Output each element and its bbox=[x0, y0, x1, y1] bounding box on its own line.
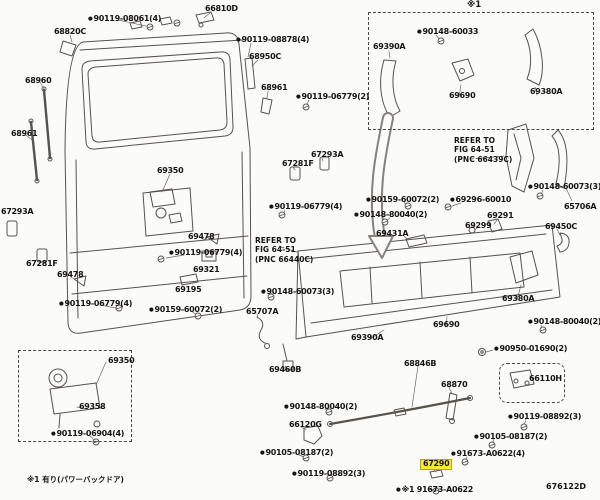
part-number: 69690 bbox=[433, 320, 460, 329]
right-part-drawings bbox=[405, 123, 570, 389]
part-number: 69690 bbox=[449, 91, 476, 100]
part-number: 90148-60073(3) bbox=[528, 182, 600, 192]
part-number: 68960 bbox=[25, 76, 52, 85]
part-number: 67281F bbox=[26, 259, 58, 268]
part-number: 68950C bbox=[249, 52, 281, 61]
part-number: 68961 bbox=[261, 83, 288, 92]
part-number: 90148-80040(2) bbox=[528, 317, 600, 327]
part-number: 69195 bbox=[175, 285, 202, 294]
part-number: 90119-06779(4) bbox=[269, 202, 343, 212]
part-number: 90119-06779(4) bbox=[59, 299, 133, 309]
part-number: 69431A bbox=[376, 229, 409, 238]
part-number: 69299 bbox=[465, 221, 492, 230]
part-number: 90148-60073(3) bbox=[261, 287, 335, 297]
part-number: 67293A bbox=[1, 207, 34, 216]
part-number: 91673-A0622(4) bbox=[451, 449, 526, 459]
part-number: 69390A bbox=[351, 333, 384, 342]
part-number: 65707A bbox=[246, 307, 279, 316]
part-number: 69478 bbox=[188, 232, 215, 241]
bottom-part-drawings bbox=[303, 392, 473, 479]
part-number: 69350 bbox=[108, 356, 135, 365]
part-number: 90119-06779(4) bbox=[169, 248, 243, 258]
top-part-drawings bbox=[59, 11, 273, 115]
part-number: 90119-08878(4) bbox=[236, 35, 310, 45]
part-number: 65706A bbox=[564, 202, 597, 211]
part-number-highlighted[interactable]: 67290 bbox=[419, 459, 453, 470]
part-number: 90148-80040(2) bbox=[284, 402, 358, 412]
part-number: 69478 bbox=[57, 270, 84, 279]
strut-drawings bbox=[28, 86, 53, 184]
inset-marker: ※1 bbox=[467, 0, 482, 10]
inset-box-power-backdoor-lock bbox=[18, 350, 132, 442]
dashed-leader-lines bbox=[280, 155, 506, 253]
part-number: 68846B bbox=[404, 359, 437, 368]
inset-top-parts bbox=[380, 28, 543, 118]
part-number: 69460B bbox=[269, 365, 302, 374]
part-number: 69291 bbox=[487, 211, 514, 220]
part-number: 90119-08892(3) bbox=[508, 412, 582, 422]
tailgate-drawing bbox=[64, 32, 252, 334]
part-number: 68961 bbox=[11, 129, 38, 138]
part-number: 67293A bbox=[311, 150, 344, 159]
part-number: 69380A bbox=[502, 294, 535, 303]
part-number: 67281F bbox=[282, 159, 314, 168]
part-number: 69358 bbox=[79, 402, 106, 411]
doc-code: 676122D bbox=[546, 482, 587, 491]
dashed-box-66110h bbox=[499, 363, 565, 403]
part-number: 69350 bbox=[157, 166, 184, 175]
part-number: 69390A bbox=[373, 42, 406, 51]
part-number: 69450C bbox=[545, 222, 577, 231]
part-number: 90148-60033 bbox=[417, 27, 479, 37]
part-number: ※1 91673-A0622 bbox=[396, 485, 474, 495]
part-number: 90119-08892(3) bbox=[292, 469, 366, 479]
part-number: 90119-08061(4) bbox=[88, 14, 162, 24]
part-number: 90950-01690(2) bbox=[494, 344, 568, 354]
part-number: 68820C bbox=[54, 27, 86, 36]
part-number: 69380A bbox=[530, 87, 563, 96]
part-number: 90119-06904(4) bbox=[51, 429, 125, 439]
part-number: 90148-80040(2) bbox=[354, 210, 428, 220]
footnote: ※1 有り(パワーバックドア) bbox=[27, 475, 124, 484]
part-number: 90119-06779(2) bbox=[296, 92, 370, 102]
inset-box-power-backdoor-top bbox=[368, 12, 594, 130]
part-number: 69321 bbox=[193, 265, 220, 274]
part-number: 66810D bbox=[205, 4, 238, 13]
part-number: 66110H bbox=[529, 374, 562, 383]
part-number: 90159-60072(2) bbox=[366, 195, 440, 205]
part-number: 68870 bbox=[441, 380, 468, 389]
part-number: 90159-60072(2) bbox=[149, 305, 223, 315]
part-number: 90105-08187(2) bbox=[260, 448, 334, 458]
part-number: 69296-60010 bbox=[450, 195, 512, 205]
part-number: 66120G bbox=[289, 420, 322, 429]
inset-bottom-parts bbox=[48, 368, 101, 429]
lower-panel-drawing bbox=[295, 224, 561, 340]
part-number: 90105-08187(2) bbox=[474, 432, 548, 442]
